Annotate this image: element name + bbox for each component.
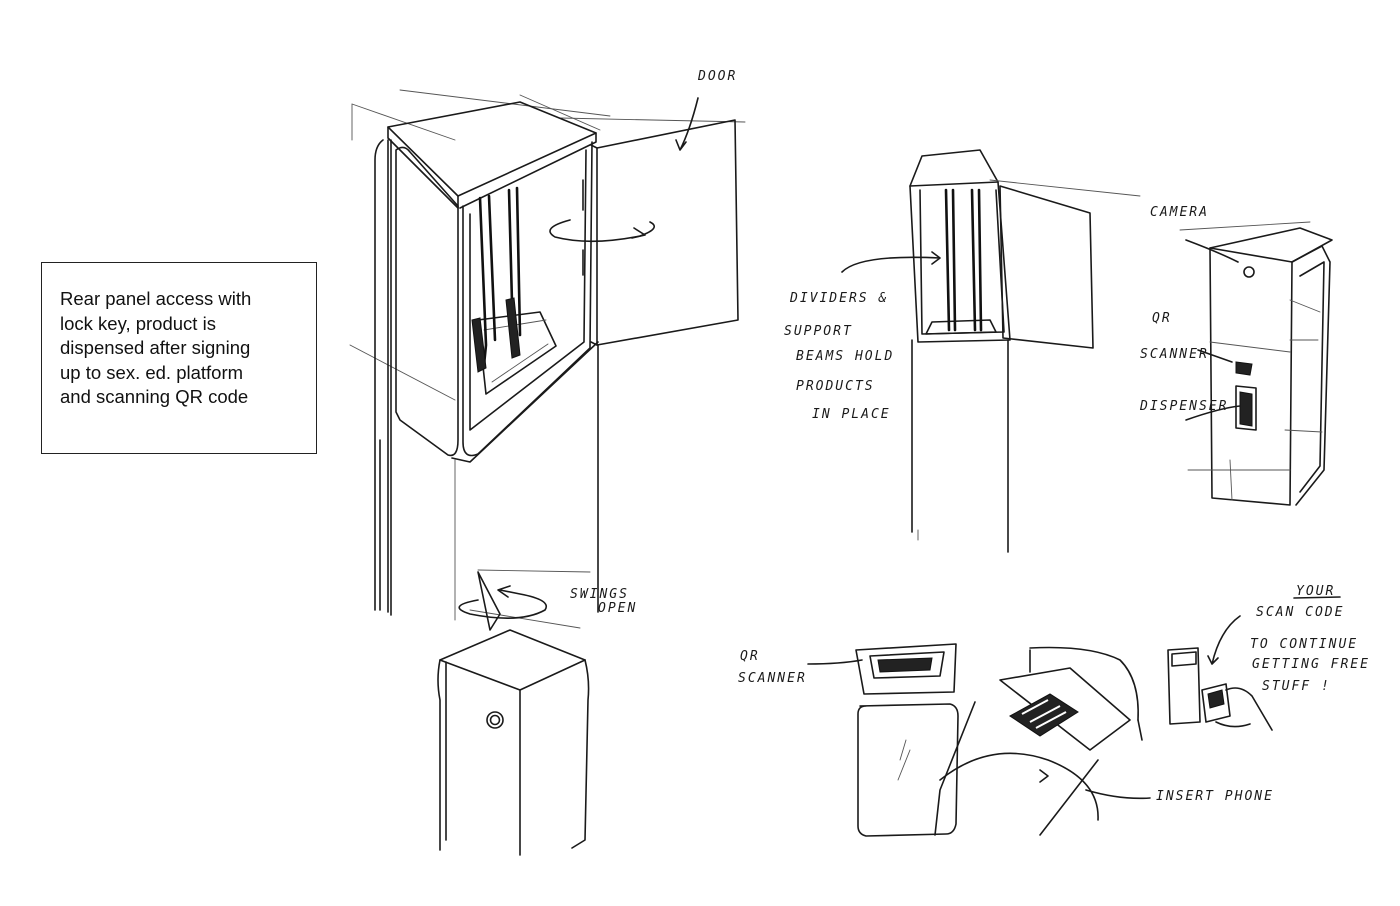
dividers-label-1: DIVIDERS & [789, 291, 888, 306]
continue-label-1: TO CONTINUE [1250, 637, 1358, 652]
open-label: OPEN [598, 601, 637, 616]
door-label: DOOR [697, 69, 737, 84]
kiosk-swing-top-sketch [438, 570, 590, 855]
dividers-label-2: SUPPORT [784, 324, 853, 339]
qr-bottom-label: QR [740, 649, 760, 664]
dividers-label-5: IN PLACE [812, 407, 891, 422]
camera-label: CAMERA [1150, 205, 1209, 220]
dividers-label-3: BEAMS HOLD [796, 349, 894, 364]
kiosk-open-door-sketch [350, 90, 745, 620]
kiosk-front-sketch [1180, 222, 1332, 505]
insert-phone-label: INSERT PHONE [1156, 789, 1274, 804]
scanner-label: SCANNER [1140, 347, 1209, 362]
your-label: YOUR [1296, 584, 1335, 599]
continue-label-3: STUFF ! [1262, 679, 1331, 694]
dividers-label-4: PRODUCTS [796, 379, 875, 394]
scan-code-label: SCAN CODE [1256, 605, 1344, 620]
insert-phone-sketch [935, 648, 1150, 836]
dispenser-label: DISPENSER [1139, 399, 1228, 414]
scanner-bottom-label: SCANNER [738, 671, 807, 686]
qr-label: QR [1152, 311, 1172, 326]
qr-scanner-sketch [808, 644, 958, 836]
continue-label-2: GETTING FREE [1252, 657, 1370, 672]
swings-label: SWINGS [570, 587, 629, 602]
